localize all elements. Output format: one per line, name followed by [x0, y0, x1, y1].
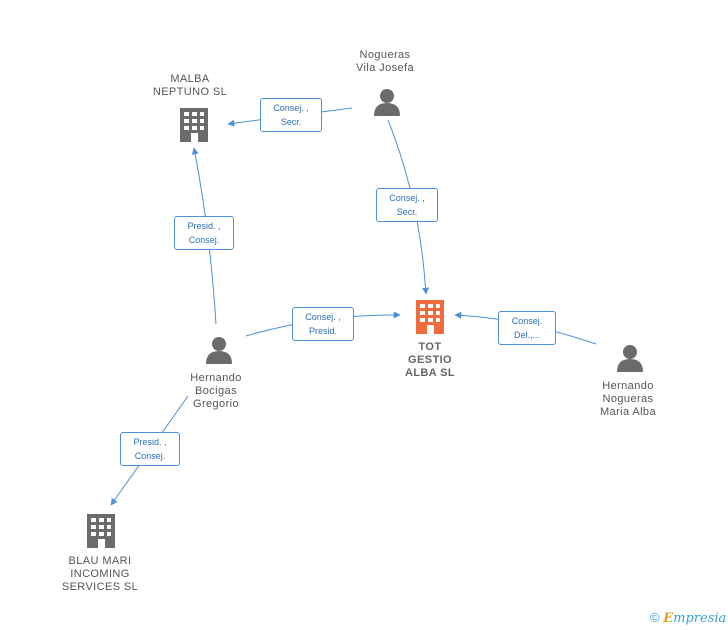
edge-label-line: Consej.	[511, 316, 543, 326]
label-line: Hernando	[602, 380, 654, 392]
label-line: Maria Alba	[600, 406, 656, 418]
person-icon	[617, 345, 643, 372]
label-line: Nogueras	[602, 393, 654, 405]
label-line: MALBA	[170, 73, 210, 85]
brand-initial: E	[663, 611, 674, 626]
edge-label-bocigas-to-tot[interactable]: Consej. , Presid.	[292, 307, 354, 341]
building-icon	[87, 514, 115, 548]
edge-label-line: Consej. ,	[389, 193, 425, 203]
node-label-hernando-bocigas-gregorio[interactable]: Hernando Bocigas Gregorio	[156, 372, 276, 411]
empresia-logo: Empresia	[663, 611, 726, 626]
edges	[110, 107, 597, 506]
node-label-nogueras-vila-josefa[interactable]: Nogueras Vila Josefa	[325, 49, 445, 75]
edge-label-line: Consej.	[188, 235, 220, 245]
label-line: NEPTUNO SL	[152, 86, 228, 98]
label-line: BLAU MARI	[68, 555, 132, 567]
label-line: Bocigas	[195, 385, 237, 397]
edge-label-line: Secr.	[280, 117, 302, 127]
label-line: SERVICES SL	[61, 581, 139, 593]
node-label-hernando-nogueras-maria-alba[interactable]: Hernando Nogueras Maria Alba	[568, 380, 688, 419]
edge-label-line: Presid.	[308, 326, 337, 336]
edge-label-line: Secr.	[396, 207, 418, 217]
edge-label-line: Del.,...	[513, 330, 540, 340]
brand-rest: mpresia	[673, 611, 727, 626]
edge-label-line: Presid. ,	[187, 221, 221, 231]
edge-label-bocigas-to-malba[interactable]: Presid. , Consej.	[174, 216, 234, 250]
edge-label-line: Presid. ,	[133, 437, 167, 447]
person-icon	[206, 337, 232, 364]
label-line: Vila Josefa	[355, 62, 414, 74]
edge-label-bocigas-to-blau[interactable]: Presid. , Consej.	[120, 432, 180, 466]
node-label-tot-gestio-alba[interactable]: TOT GESTIO ALBA SL	[370, 341, 490, 380]
node-label-malba-neptuno[interactable]: MALBA NEPTUNO SL	[130, 73, 250, 99]
building-icon	[416, 300, 444, 334]
node-label-blau-mari-incoming[interactable]: BLAU MARI INCOMING SERVICES SL	[40, 555, 160, 594]
label-line: Gregorio	[193, 398, 239, 410]
edge-label-line: Consej. ,	[273, 103, 309, 113]
label-line: Nogueras	[359, 49, 411, 61]
person-icon	[374, 89, 400, 116]
label-line: ALBA SL	[404, 367, 456, 379]
copyright-icon: ©	[650, 610, 660, 625]
label-line: TOT	[418, 341, 442, 353]
building-icon	[180, 108, 208, 142]
copyright-notice: © Empresia	[650, 610, 726, 626]
label-line: Hernando	[190, 372, 242, 384]
edge-label-vila-to-tot[interactable]: Consej. , Secr.	[376, 188, 438, 222]
edge-label-line: Consej. ,	[305, 312, 341, 322]
label-line: INCOMING	[70, 568, 130, 580]
edge-label-line: Consej.	[134, 451, 166, 461]
edge-label-maria-to-tot[interactable]: Consej. Del.,...	[498, 311, 556, 345]
edge-label-vila-to-malba[interactable]: Consej. , Secr.	[260, 98, 322, 132]
label-line: GESTIO	[408, 354, 452, 366]
